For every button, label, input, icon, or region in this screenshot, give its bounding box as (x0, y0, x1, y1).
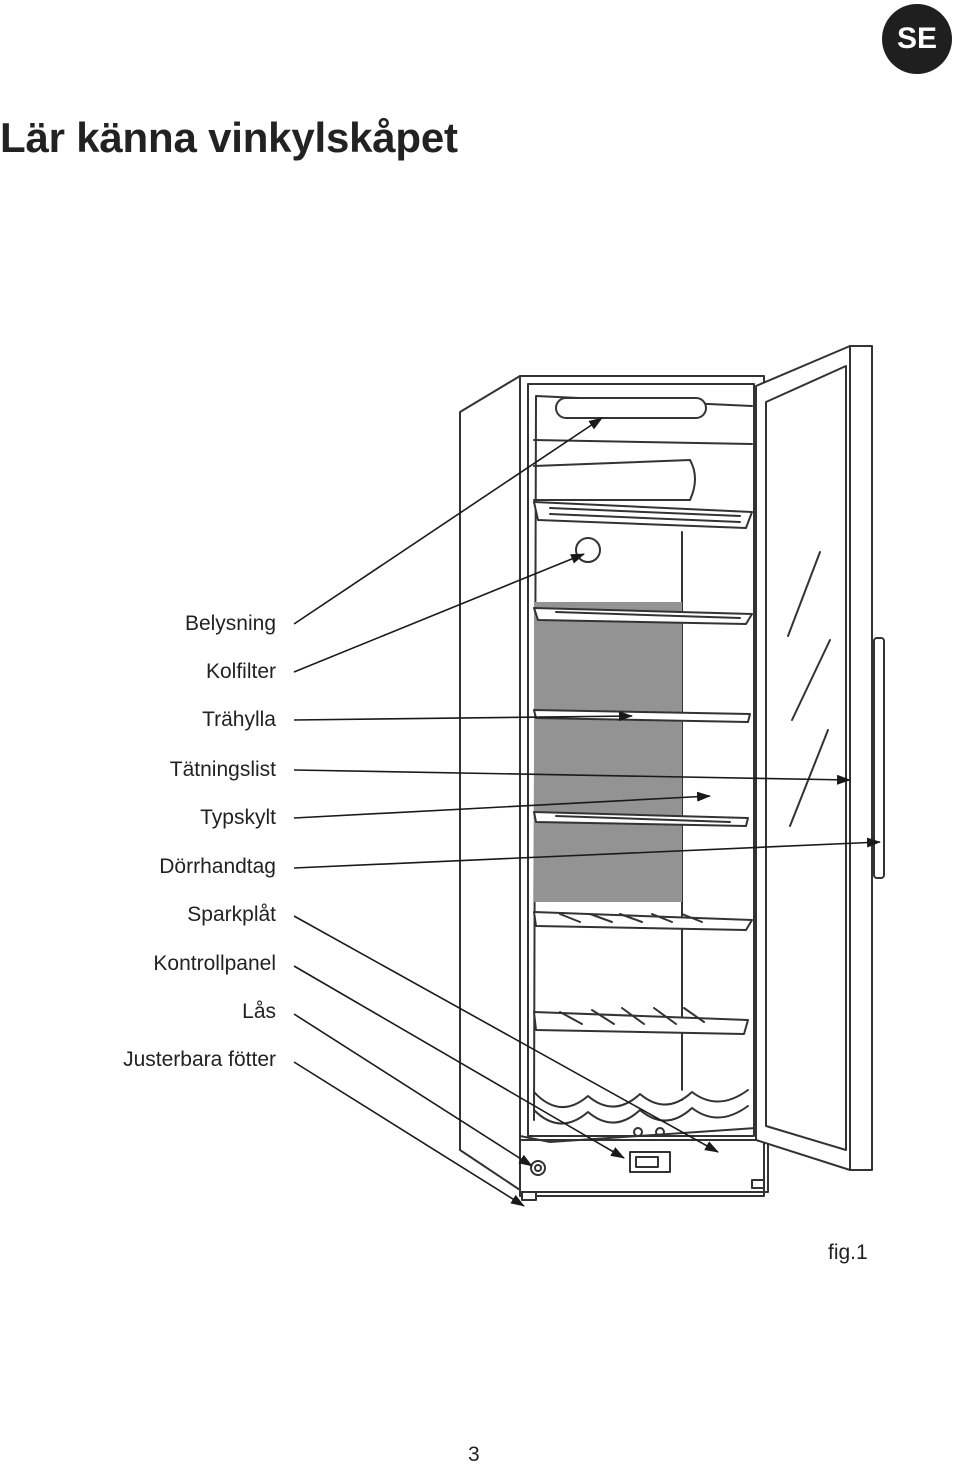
door-glass (765, 365, 847, 1151)
callout-tatningslist: Tätningslist (169, 758, 276, 781)
leader-las (293, 1013, 533, 1167)
leader-kolfilter (293, 553, 585, 673)
callout-sparkplat: Sparkplåt (187, 903, 276, 926)
door (755, 345, 873, 1171)
language-badge: SE (882, 4, 952, 74)
shelf-2 (533, 607, 753, 625)
callout-las: Lås (242, 1000, 276, 1023)
leader-belysning (293, 417, 603, 625)
shelf-5 (533, 911, 753, 931)
callout-belysning: Belysning (184, 612, 276, 635)
bottle-rack (533, 1089, 749, 1109)
shelf-1 (533, 501, 753, 529)
leader-tatningslist (293, 769, 851, 785)
leader-sparkplat (293, 915, 719, 1153)
leader-justerbara-fotter (293, 1061, 525, 1207)
callout-typskylt: Typskylt (200, 806, 276, 829)
foot-left (521, 1191, 537, 1201)
glass-reflection (787, 551, 831, 827)
shelf-6 (533, 1007, 749, 1035)
page-number: 3 (468, 1443, 480, 1466)
leader-trahylla (293, 711, 633, 722)
leader-typskylt (293, 791, 711, 819)
figure-caption: fig.1 (828, 1241, 868, 1264)
shelf-4 (533, 811, 749, 827)
carbon-filter (575, 537, 601, 563)
shelf-3 (533, 709, 751, 723)
leader-dorrhandtag (293, 837, 881, 869)
page-title: Lär känna vinkylskåpet (0, 114, 458, 161)
callout-kontrollpanel: Kontrollpanel (153, 952, 276, 975)
callout-trahylla: Trähylla (202, 708, 276, 731)
lock (530, 1160, 546, 1176)
language-code: SE (896, 22, 938, 55)
leader-kontrollpanel (293, 965, 625, 1159)
cabinet-side (459, 375, 521, 1191)
callout-justerbara-fotter: Justerbara fötter (123, 1048, 276, 1071)
callout-dorrhandtag: Dörrhandtag (159, 855, 276, 878)
light-bar (555, 397, 707, 419)
fan-duct (533, 439, 753, 501)
foot-right (751, 1179, 765, 1189)
door-handle (873, 637, 885, 879)
callout-kolfilter: Kolfilter (205, 660, 276, 683)
